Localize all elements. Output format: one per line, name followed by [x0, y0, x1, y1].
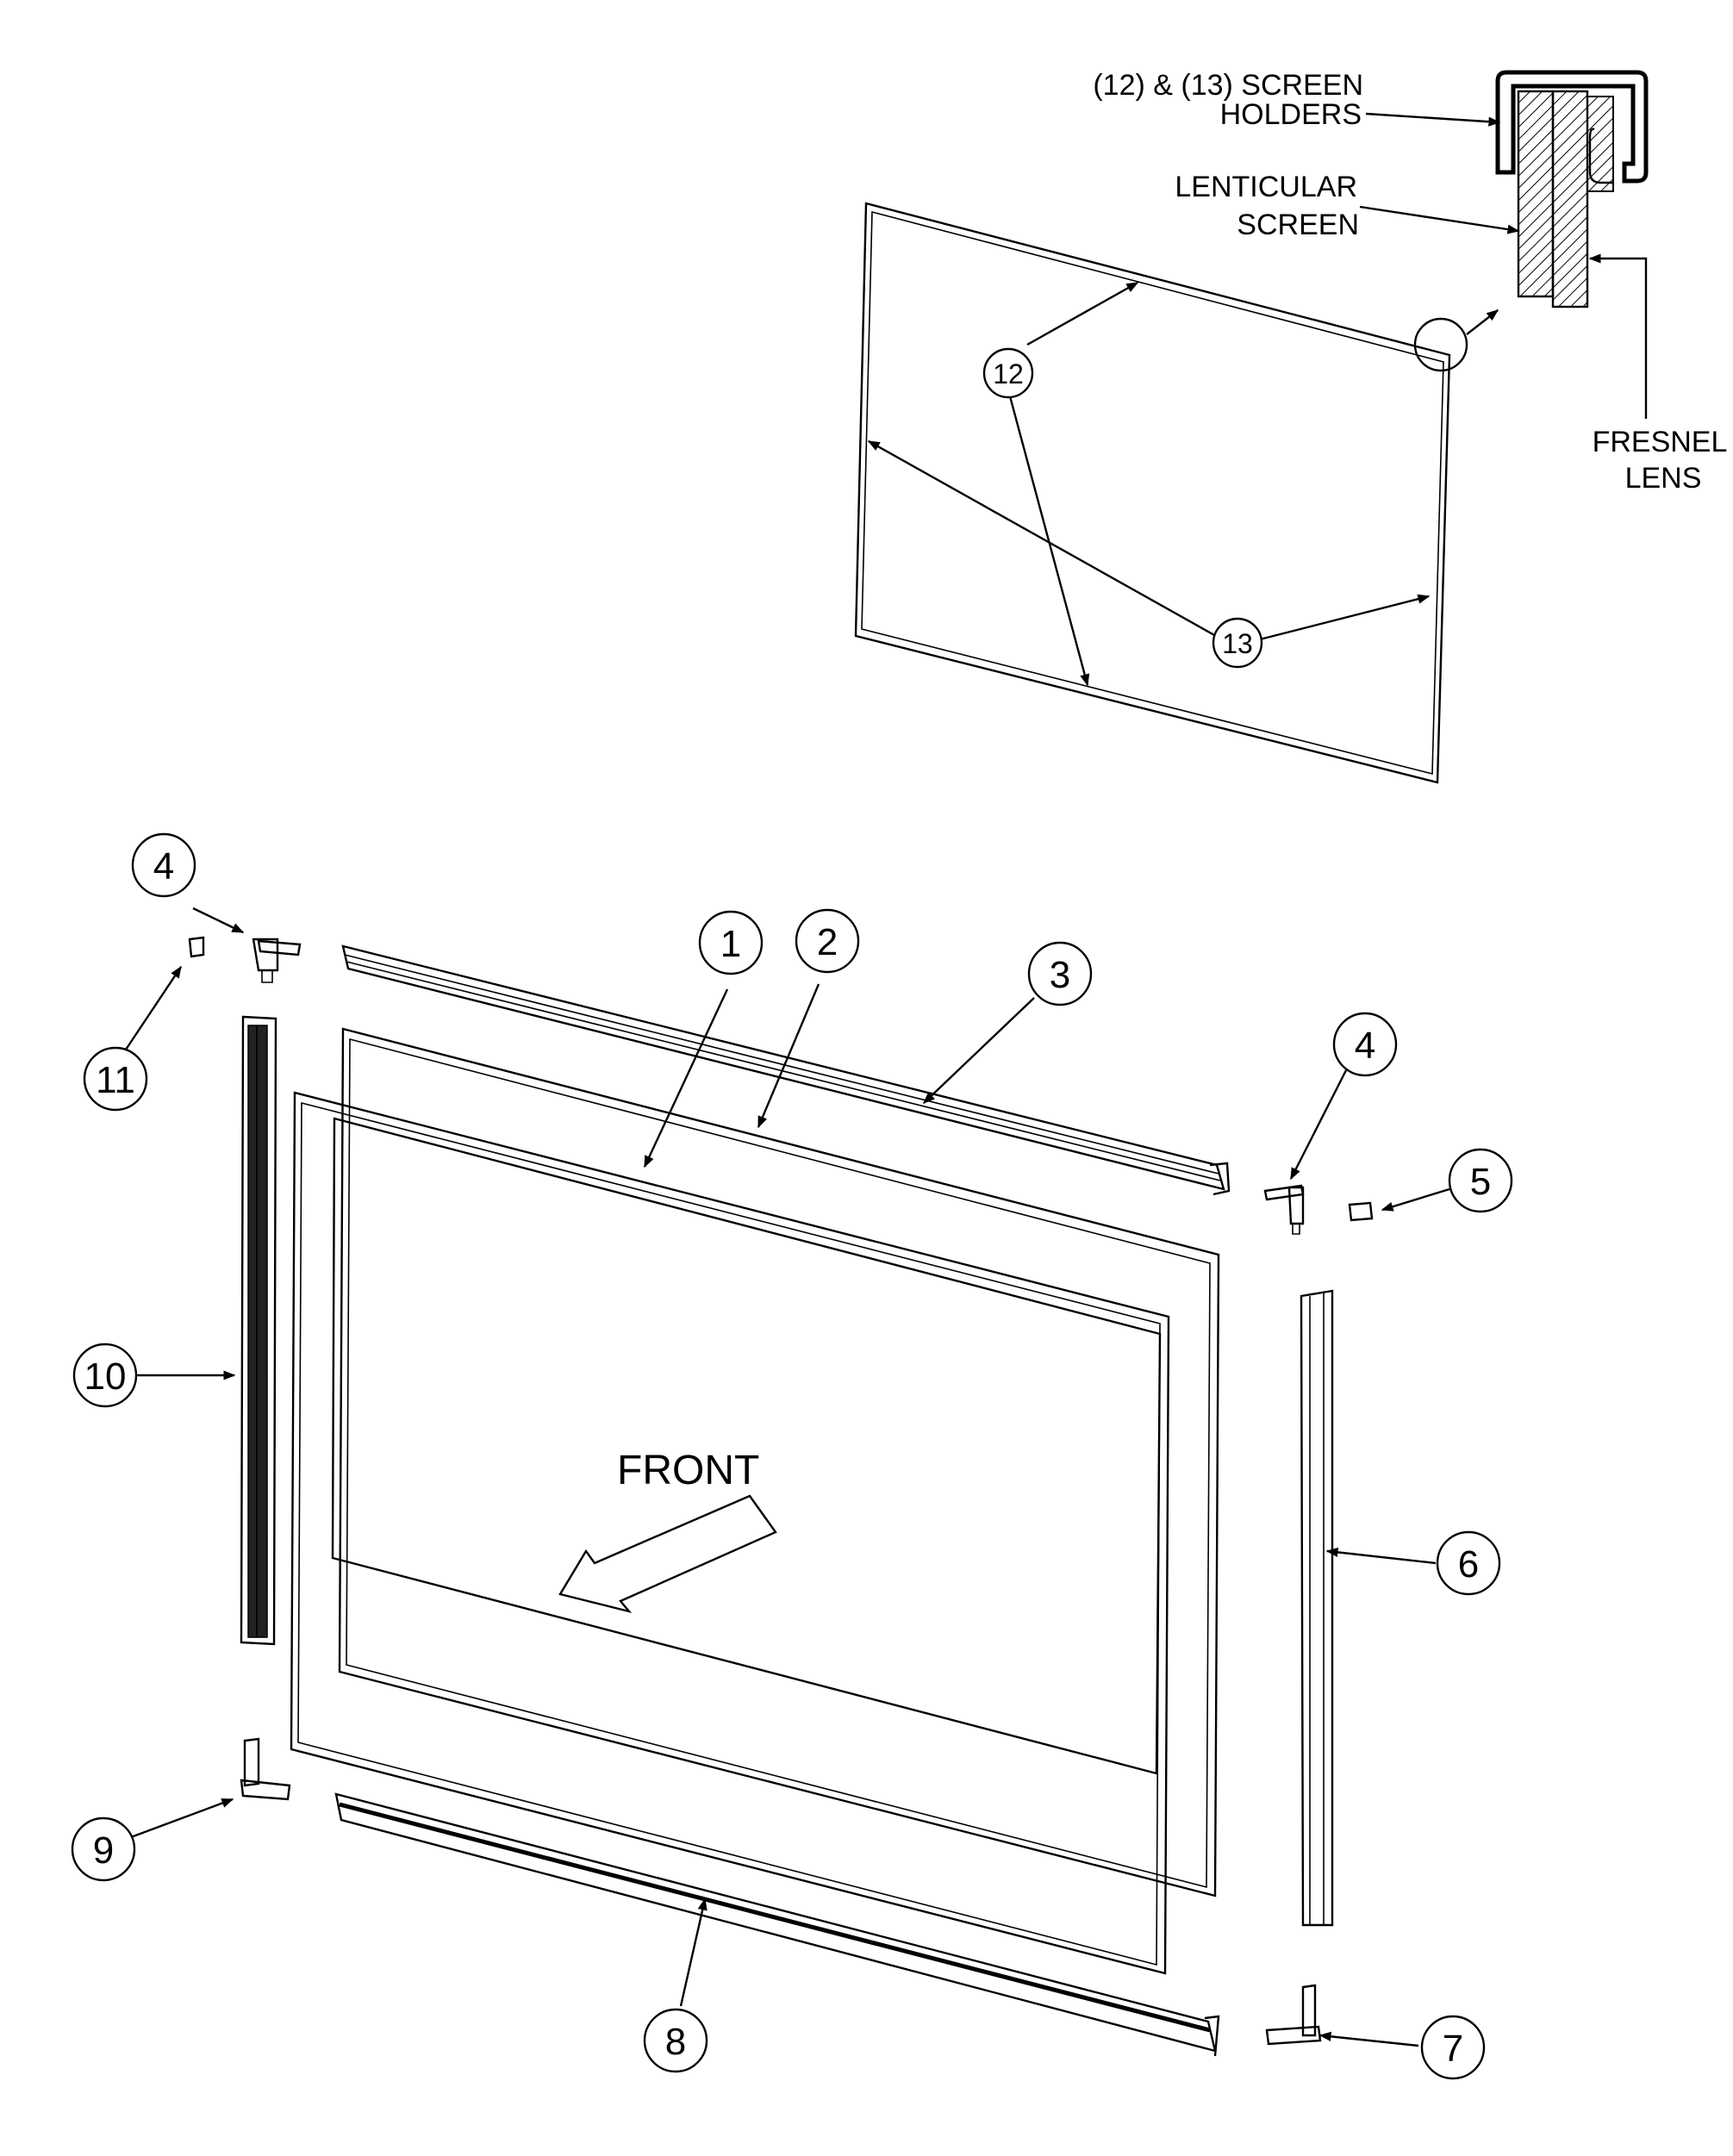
svg-text:11: 11: [96, 1059, 135, 1101]
outer-frame: [338, 1027, 1220, 1897]
svg-text:12: 12: [993, 358, 1024, 389]
svg-text:7: 7: [1443, 2028, 1463, 2070]
callout-bubble-12: 12: [982, 347, 1034, 399]
front-arrow: [558, 1494, 777, 1614]
callout-bubble-5: 5: [1448, 1148, 1513, 1213]
svg-text:6: 6: [1458, 1543, 1479, 1586]
svg-text:4: 4: [153, 845, 174, 888]
svg-text:13: 13: [1222, 628, 1253, 659]
svg-text:9: 9: [93, 1829, 114, 1872]
right-rail: [1300, 1289, 1334, 1927]
svg-text:3: 3: [1050, 954, 1070, 996]
corner-bracket-bottom-right: [1265, 1984, 1322, 2046]
callout-bubble-9: 9: [71, 1816, 136, 1882]
screen-holder-section-detail: [1495, 70, 1649, 308]
small-cap-top-left: [188, 936, 205, 958]
svg-text:8: 8: [665, 2021, 686, 2063]
callout-bubble-2: 2: [795, 908, 860, 974]
screen-panel: [854, 202, 1451, 784]
callout-bubble-6: 6: [1436, 1530, 1501, 1596]
corner-bracket-top-right: [1263, 1184, 1305, 1235]
svg-text:1: 1: [720, 923, 741, 965]
lenticular-label-line2: SCREEN: [1237, 209, 1359, 241]
corner-bracket-bottom-left: [240, 1737, 291, 1801]
fresnel-label-line2: LENS: [1625, 462, 1702, 495]
callout-bubble-1: 1: [698, 910, 764, 975]
holders-label-line1: (12) & (13) SCREEN: [1093, 69, 1363, 102]
left-rail: [240, 1015, 277, 1646]
lenticular-label-line1: LENTICULAR: [1175, 171, 1357, 203]
bezel-frame: [290, 1091, 1170, 1975]
svg-text:5: 5: [1470, 1161, 1491, 1203]
svg-text:2: 2: [817, 921, 838, 963]
holders-leader: [1365, 112, 1501, 127]
small-cap-right: [1348, 1201, 1374, 1222]
callout-bubble-13: 13: [1212, 617, 1263, 669]
callout-bubble-3: 3: [1027, 941, 1093, 1006]
fresnel-leader: [1588, 253, 1648, 419]
callout-bubble-10: 10: [72, 1343, 138, 1408]
callout-bubble-8: 8: [643, 2008, 708, 2073]
callout-bubble-11: 11: [83, 1046, 148, 1112]
callout-bubble-4-left: 4: [131, 832, 196, 898]
lenticular-leader: [1359, 205, 1520, 234]
svg-text:10: 10: [84, 1355, 127, 1398]
corner-bracket-top-left: [252, 938, 302, 983]
callout-bubble-7: 7: [1420, 2015, 1486, 2080]
bottom-rail: [334, 1792, 1220, 2057]
holders-label-line2: HOLDERS: [1220, 98, 1362, 131]
svg-text:4: 4: [1355, 1025, 1375, 1067]
detail-circle: [1413, 317, 1468, 372]
fresnel-label-line1: FRESNEL: [1593, 426, 1728, 458]
detail-leader: [1466, 309, 1499, 335]
callout-bubble-4-right: 4: [1332, 1012, 1398, 1077]
front-label: FRONT: [617, 1448, 759, 1493]
top-rail: [341, 944, 1231, 1196]
